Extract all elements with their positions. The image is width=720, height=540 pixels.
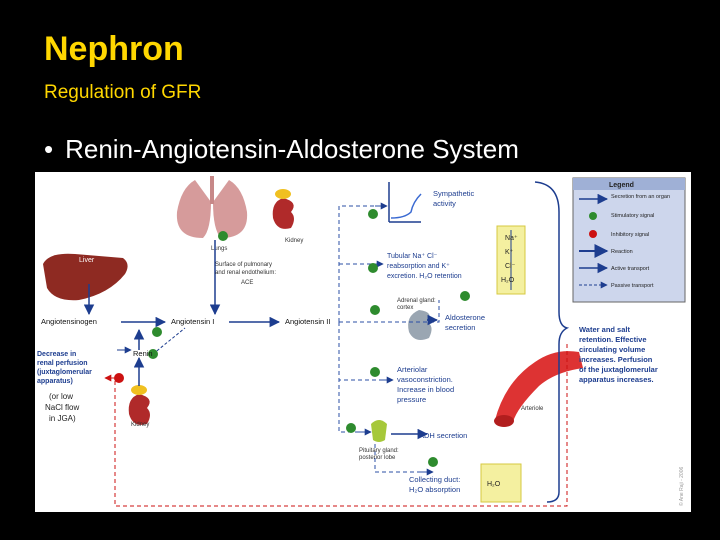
legend-inhibitory-text: Inhibitory signal xyxy=(611,232,649,238)
result-line5: of the juxtaglomerular xyxy=(579,365,658,374)
collecting-line2: H₂O absorption xyxy=(409,485,460,494)
adh-label: ADH secretion xyxy=(419,431,467,440)
legend-item-secretion: Secretion from an organ xyxy=(611,194,670,200)
renin-label: Renin xyxy=(133,349,153,358)
adrenal-line2: cortex xyxy=(397,305,413,311)
raas-diagram: Liver Lungs Kidney Kidney Arteriole Na⁺ … xyxy=(35,172,691,512)
sympathetic-label: Sympathetic activity xyxy=(433,189,476,208)
ion-cl: Cl⁻ xyxy=(505,263,516,270)
ace-note-line1: Surface of pulmonary xyxy=(215,262,272,268)
ion-na: Na⁺ xyxy=(505,235,518,242)
pituitary-organ xyxy=(371,420,387,442)
bullet-item: • Renin-Angiotensin-Aldosterone System xyxy=(44,134,519,165)
collecting-panel xyxy=(480,463,522,503)
tubular-line2: reabsorption and K⁺ xyxy=(387,263,450,270)
arteriole-label: Arteriole xyxy=(521,406,544,412)
result-line4: increases. Perfusion xyxy=(579,355,653,364)
flow-arrows xyxy=(83,240,281,386)
arteriolar-line3: Increase in blood xyxy=(397,385,454,394)
bullet-text: Renin-Angiotensin-Aldosterone System xyxy=(65,134,519,164)
decrease-line2: renal perfusion xyxy=(37,360,88,367)
sympathetic-graph xyxy=(388,182,422,223)
ions-panel xyxy=(496,225,526,295)
result-line2: retention. Effective xyxy=(579,335,647,344)
nacl-label: (or low NaCl flow in JGA) xyxy=(45,392,81,423)
stimulatory-markers xyxy=(148,209,470,467)
slide-subtitle: Regulation of GFR xyxy=(44,82,202,103)
legend-item-reaction: Reaction xyxy=(611,249,633,255)
aldosterone-label: Aldosterone secretion xyxy=(445,313,487,332)
legend-item-active: Active transport xyxy=(611,266,650,272)
ace-note-line2: and renal endothelium: xyxy=(215,270,276,276)
lungs-organ xyxy=(176,176,248,238)
legend-secretion-text: Secretion from an organ xyxy=(611,194,670,200)
bullet-dot: • xyxy=(44,134,54,164)
ion-k: K⁺ xyxy=(505,249,514,256)
arteriole-organ xyxy=(494,351,583,427)
collecting-h2o: H₂O xyxy=(487,481,501,488)
arteriolar-line4: pressure xyxy=(397,395,426,404)
aldosterone-line2: secretion xyxy=(445,323,475,332)
nacl-line2: NaCl flow xyxy=(45,403,79,412)
legend-active-text: Active transport xyxy=(611,266,650,272)
legend-stimulatory-text: Stimulatory signal xyxy=(611,213,654,219)
feedback-loop xyxy=(109,181,570,507)
pituitary-line2: posterior lobe xyxy=(359,455,396,461)
arteriolar-label: Arteriolar vasoconstriction. Increase in… xyxy=(397,365,456,404)
kidney-bottom-label: Kidney xyxy=(131,422,149,428)
angiotensin1-label: Angiotensin I xyxy=(171,317,214,326)
decrease-line3: (juxtaglomerular xyxy=(37,369,92,376)
slide-title: Nephron xyxy=(44,30,184,68)
arteriolar-line1: Arteriolar xyxy=(397,365,428,374)
legend-item-passive: Passive transport xyxy=(611,283,654,289)
tubular-label: Tubular Na⁺ Cl⁻ reabsorption and K⁺ excr… xyxy=(387,253,462,280)
collecting-line1: Collecting duct: xyxy=(409,475,460,484)
kidney-top-organ xyxy=(272,189,294,229)
result-line6: apparatus increases. xyxy=(579,375,654,384)
legend-title: Legend xyxy=(609,182,634,189)
sympathetic-line1: Sympathetic xyxy=(433,189,475,198)
angiotensin2-label: Angiotensin II xyxy=(285,317,330,326)
pituitary-label: Pituitary gland: posterior lobe xyxy=(359,448,400,461)
nacl-line3: in JGA) xyxy=(49,414,76,423)
inhibitory-marker xyxy=(104,373,124,383)
liver-label: Liver xyxy=(79,257,95,264)
adrenal-line1: Adrenal gland: xyxy=(397,298,436,304)
legend-item-inhibitory: Inhibitory signal xyxy=(611,232,649,238)
decrease-line4: apparatus) xyxy=(37,378,73,385)
adrenal-label: Adrenal gland: cortex xyxy=(397,298,437,311)
collecting-label: Collecting duct: H₂O absorption xyxy=(409,475,462,494)
liver-organ xyxy=(43,253,128,301)
decrease-label: Decrease in renal perfusion (juxtaglomer… xyxy=(37,351,94,385)
ace-note: Surface of pulmonary and renal endotheli… xyxy=(215,262,278,286)
nacl-line1: (or low xyxy=(49,392,73,401)
ace-note-line3: ACE xyxy=(241,280,253,286)
tubular-line1: Tubular Na⁺ Cl⁻ xyxy=(387,253,438,260)
pituitary-line1: Pituitary gland: xyxy=(359,448,399,454)
result-label: Water and salt retention. Effective circ… xyxy=(579,325,660,384)
angiotensinogen-label: Angiotensinogen xyxy=(41,317,97,326)
legend-symbols xyxy=(579,193,609,289)
aldosterone-line1: Aldosterone xyxy=(445,313,485,322)
kidney-bottom-organ xyxy=(128,385,150,425)
copyright-text: © Ane Raji - 2006 xyxy=(678,467,685,506)
legend-passive-text: Passive transport xyxy=(611,283,654,289)
result-line3: circulating volume xyxy=(579,345,645,354)
adrenal-kidney-organ xyxy=(408,310,432,340)
tubular-line3: excretion. H₂O retention xyxy=(387,273,462,280)
ion-h2o: H₂O xyxy=(501,277,515,284)
lungs-label: Lungs xyxy=(211,246,227,252)
result-line1: Water and salt xyxy=(579,325,630,334)
arteriolar-line2: vasoconstriction. xyxy=(397,375,453,384)
sympathetic-line2: activity xyxy=(433,199,456,208)
legend-reaction-text: Reaction xyxy=(611,249,633,255)
kidney-top-label: Kidney xyxy=(285,238,303,244)
legend-item-stimulatory: Stimulatory signal xyxy=(611,213,654,219)
decrease-line1: Decrease in xyxy=(37,351,76,358)
